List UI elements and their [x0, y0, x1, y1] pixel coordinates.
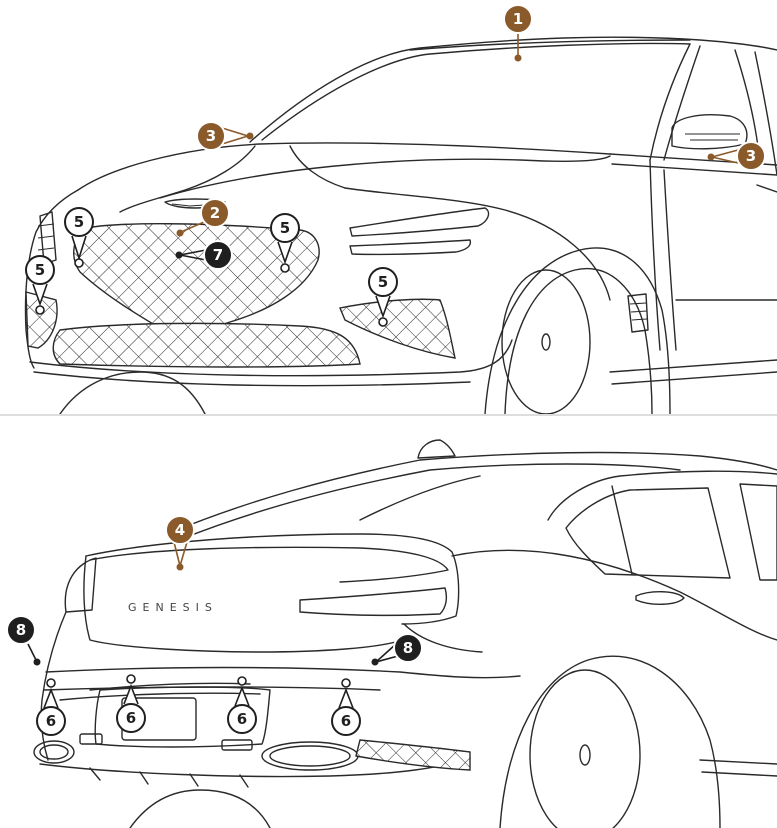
callout-6-c: 6 — [228, 677, 256, 733]
genesis-emblem-text: GENESIS — [128, 601, 218, 614]
callout-7-number: 7 — [213, 246, 223, 264]
callout-5-b-number: 5 — [280, 219, 290, 237]
callout-8-right: 8 — [372, 634, 423, 666]
callout-2-number: 2 — [210, 204, 220, 222]
callout-3-right-number: 3 — [746, 147, 756, 165]
callout-1: 1 — [504, 5, 532, 62]
callout-8-right-number: 8 — [403, 639, 413, 657]
callout-6-b-number: 6 — [126, 709, 136, 727]
callout-3-left: 3 — [197, 122, 254, 150]
callout-1-number: 1 — [513, 10, 523, 28]
callout-5-a-number: 5 — [74, 213, 84, 231]
callout-3-left-number: 3 — [206, 127, 216, 145]
callout-5-d-number: 5 — [378, 273, 388, 291]
callout-8-left: 8 — [7, 616, 41, 666]
front-view-car — [25, 37, 777, 414]
callout-6-d-number: 6 — [341, 712, 351, 730]
callout-6-c-number: 6 — [237, 710, 247, 728]
callout-6-d: 6 — [332, 679, 360, 735]
callout-6-b: 6 — [117, 675, 145, 732]
callout-4-number: 4 — [175, 521, 185, 539]
callout-8-left-number: 8 — [16, 621, 26, 639]
callout-6-a-number: 6 — [46, 712, 56, 730]
callout-5-c-number: 5 — [35, 261, 45, 279]
